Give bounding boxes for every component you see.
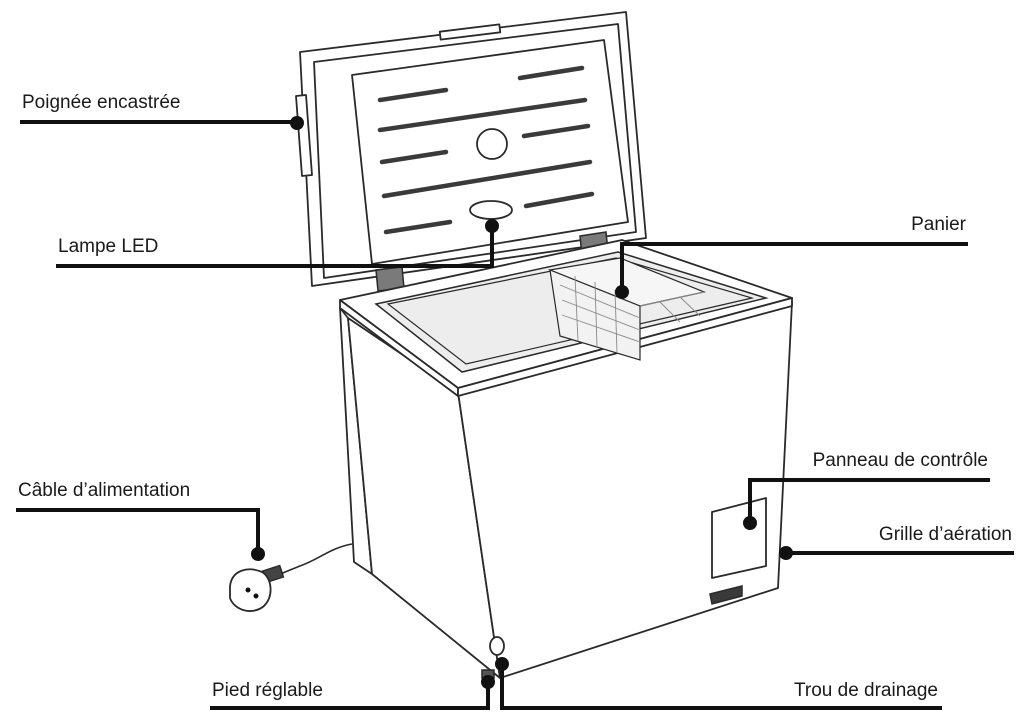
lid-rib [381, 159, 593, 199]
opening-inner-edge [386, 257, 755, 365]
led-lamp [469, 200, 513, 220]
lid-rib [523, 191, 595, 209]
lid-rib [377, 87, 449, 103]
control-panel [711, 497, 767, 579]
basket [547, 257, 707, 361]
marker-led-lamp [485, 219, 499, 233]
label-basket: Panier [911, 214, 967, 235]
lid-rib [379, 149, 449, 165]
leader-basket [620, 242, 968, 292]
lid-rib [521, 123, 591, 139]
power-cable [279, 543, 353, 575]
label-adjustable-foot: Pied réglable [212, 680, 323, 701]
labels: Poignée encastrée Lampe LED Panier Câble… [18, 92, 1012, 701]
label-recessed-handle: Poignée encastrée [22, 92, 180, 113]
marker-basket [615, 285, 629, 299]
label-power-cable: Câble d’alimentation [18, 480, 190, 501]
leader-adjustable-foot [210, 682, 490, 710]
power-cable-assembly [229, 543, 353, 612]
lid-top-strip [438, 23, 502, 41]
freezer-illustration [229, 11, 793, 679]
ventilation-grille [709, 585, 743, 605]
lid [295, 11, 647, 287]
marker-recessed-handle [290, 116, 304, 130]
basket-side [549, 269, 641, 361]
label-ventilation-grille: Grille d’aération [879, 524, 1012, 545]
lid-rib [377, 97, 588, 133]
marker-power-cable [251, 547, 265, 561]
label-control-panel: Panneau de contrôle [813, 450, 988, 471]
leader-led-lamp [56, 226, 494, 268]
leader-lines [16, 116, 1014, 710]
leader-drain-hole [500, 664, 942, 710]
lid-rib [383, 219, 453, 235]
marker-ventilation-grille [779, 546, 793, 560]
label-led-lamp: Lampe LED [58, 236, 158, 257]
leader-control-panel [748, 478, 990, 523]
marker-adjustable-foot [481, 675, 495, 689]
lid-rib [517, 65, 585, 81]
lid-vent-circle [476, 128, 508, 160]
label-drain-hole: Trou de drainage [794, 680, 938, 701]
marker-drain-hole [495, 657, 509, 671]
recessed-handle [295, 94, 313, 177]
drain-hole [489, 636, 505, 656]
cabinet [339, 239, 793, 679]
leader-power-cable [16, 508, 260, 554]
marker-control-panel [743, 516, 757, 530]
